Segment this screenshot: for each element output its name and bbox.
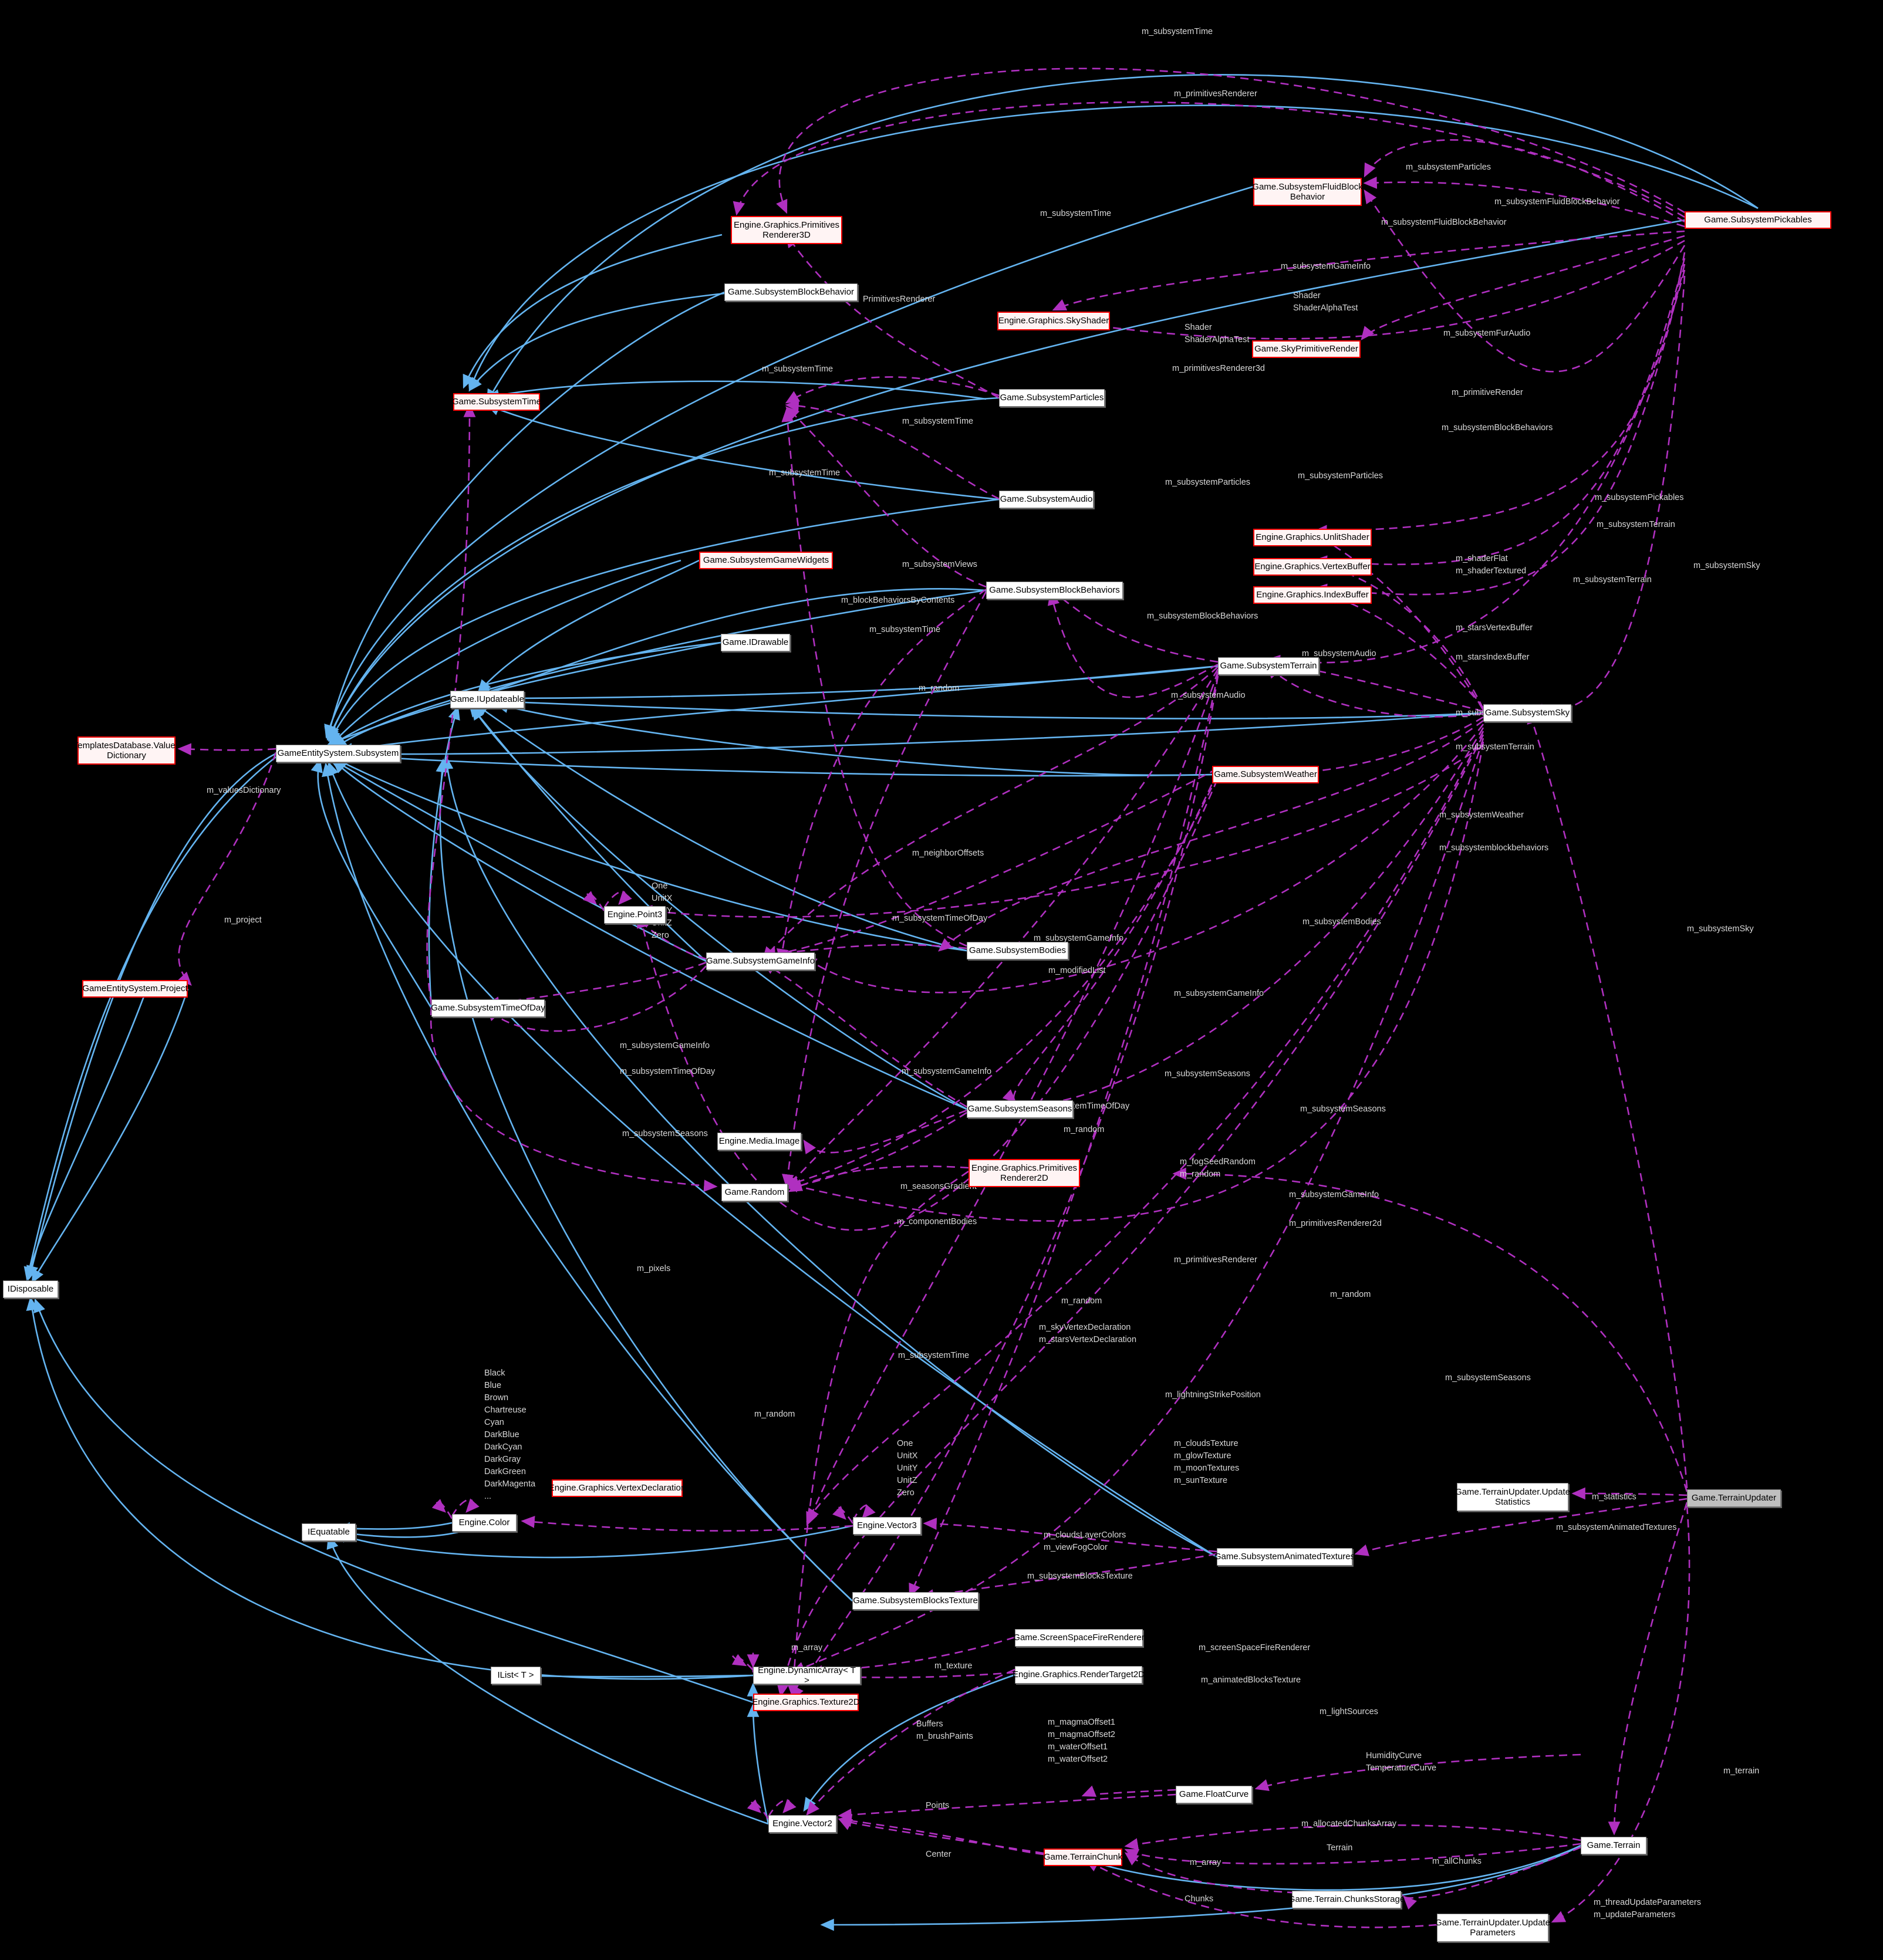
graph-node[interactable]: Game.SubsystemAnimatedTextures xyxy=(1214,1548,1355,1566)
graph-node[interactable]: Game.Terrain xyxy=(1581,1837,1646,1854)
graph-node[interactable]: Game.IDrawable xyxy=(721,634,790,651)
graph-node[interactable]: GameEntitySystem.Subsystem xyxy=(276,745,400,762)
graph-node[interactable]: Game.Terrain.ChunksStorage xyxy=(1288,1891,1405,1908)
graph-node[interactable]: Engine.Media.Image xyxy=(717,1133,801,1150)
graph-node[interactable]: Game.Random xyxy=(721,1184,788,1201)
graph-node[interactable]: IEquatable xyxy=(302,1523,356,1541)
graph-node[interactable]: TemplatesDatabase.Values Dictionary xyxy=(73,736,180,765)
graph-node[interactable]: Game.SkyPrimitiveRender xyxy=(1252,340,1361,358)
graph-node[interactable]: Game.SubsystemGameInfo xyxy=(706,952,815,970)
graph-node[interactable]: Game.TerrainUpdater xyxy=(1687,1489,1781,1507)
graph-node[interactable]: Engine.Vector2 xyxy=(768,1815,836,1833)
graph-node[interactable]: Game.SubsystemSky xyxy=(1483,704,1571,722)
graph-node[interactable]: Game.SubsystemWeather xyxy=(1212,766,1319,783)
graph-node[interactable]: Game.SubsystemTimeOfDay xyxy=(431,999,545,1017)
graph-node[interactable]: Engine.Point3 xyxy=(604,906,666,924)
graph-node[interactable]: Game.SubsystemAudio xyxy=(999,491,1094,508)
graph-node[interactable]: Engine.DynamicArray< T > xyxy=(753,1665,860,1685)
graph-node[interactable]: Game.SubsystemParticles xyxy=(999,389,1105,407)
graph-node[interactable]: Game.SubsystemBlocksTexture xyxy=(852,1592,978,1610)
graph-node[interactable]: Game.SubsystemGameWidgets xyxy=(699,552,833,569)
graph-node[interactable]: Game.ScreenSpaceFireRenderer xyxy=(1013,1629,1145,1647)
graph-node[interactable]: Engine.Graphics.VertexDeclaration xyxy=(549,1479,686,1497)
graph-node[interactable]: IList< T > xyxy=(491,1667,541,1684)
inheritance-edges xyxy=(23,74,1759,1931)
graph-node[interactable]: Engine.Color xyxy=(452,1514,517,1532)
graph-node[interactable]: Engine.Graphics.Primitives Renderer2D xyxy=(969,1159,1080,1187)
graph-node[interactable]: Game.IUpdateable xyxy=(450,691,524,708)
graph-node[interactable]: Engine.Graphics.UnlitShader xyxy=(1253,529,1372,546)
graph-node[interactable]: Engine.Graphics.SkyShader xyxy=(997,312,1110,330)
graph-node[interactable]: GameEntitySystem.Project xyxy=(82,980,188,998)
graph-node[interactable]: Engine.Graphics.Primitives Renderer3D xyxy=(731,216,842,244)
graph-node[interactable]: Game.SubsystemBodies xyxy=(967,942,1068,959)
usage-edges xyxy=(177,67,1690,1928)
graph-node[interactable]: Game.TerrainChunk xyxy=(1044,1849,1122,1866)
graph-node[interactable]: Game.SubsystemFluidBlock Behavior xyxy=(1252,178,1363,206)
graph-node[interactable]: Engine.Graphics.Texture2D xyxy=(752,1694,860,1711)
graph-node[interactable]: Game.SubsystemBlockBehaviors xyxy=(986,582,1123,599)
graph-node[interactable]: Game.SubsystemTerrain xyxy=(1218,657,1319,675)
graph-node[interactable]: Game.TerrainUpdater.Update Parameters xyxy=(1435,1914,1550,1942)
graph-node[interactable]: Game.SubsystemSeasons xyxy=(967,1100,1073,1118)
graph-node[interactable]: Engine.Vector3 xyxy=(853,1517,921,1535)
graph-node[interactable]: Game.SubsystemTime xyxy=(452,393,541,411)
graph-node[interactable]: Engine.Graphics.IndexBuffer xyxy=(1253,586,1372,604)
graph-node[interactable]: IDisposable xyxy=(3,1280,58,1298)
graph-node[interactable]: Game.TerrainUpdater.Update Statistics xyxy=(1455,1483,1570,1511)
graph-node[interactable]: Engine.Graphics.VertexBuffer xyxy=(1253,558,1372,576)
graph-node[interactable]: Game.FloatCurve xyxy=(1176,1786,1252,1803)
graph-node[interactable]: Game.SubsystemPickables xyxy=(1685,211,1831,229)
graph-node[interactable]: Game.SubsystemBlockBehavior xyxy=(724,283,858,301)
graph-node[interactable]: Engine.Graphics.RenderTarget2D xyxy=(1013,1666,1145,1684)
